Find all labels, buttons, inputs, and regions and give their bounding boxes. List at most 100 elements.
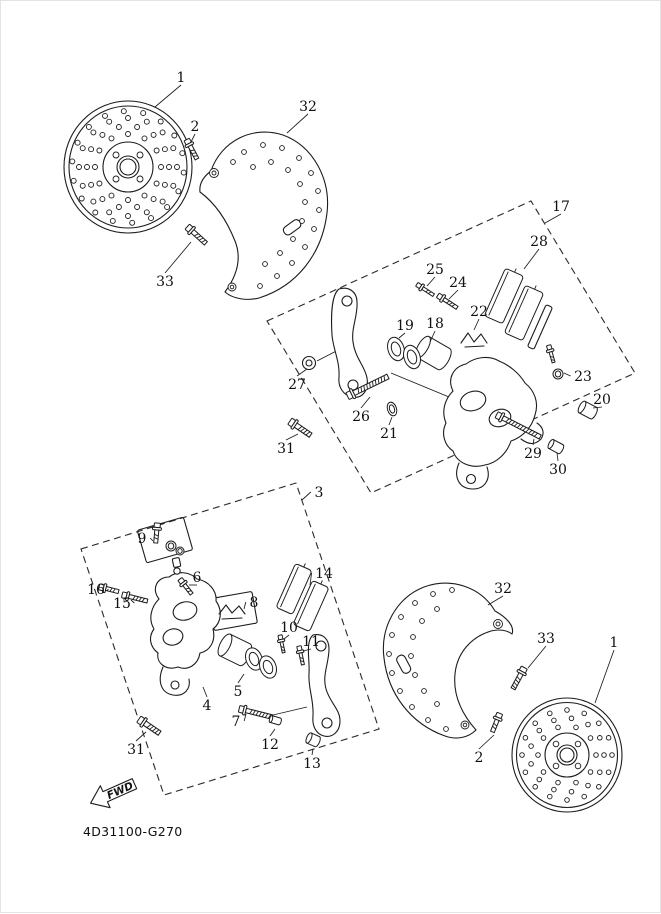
callout-17-4: 17 bbox=[552, 199, 570, 215]
brake-pad-28b bbox=[504, 285, 544, 341]
callout-5-29: 5 bbox=[234, 684, 243, 700]
leader-line bbox=[296, 368, 308, 377]
callout-1-0: 1 bbox=[177, 70, 186, 86]
screw-33b bbox=[510, 665, 528, 691]
leader-line bbox=[283, 634, 290, 640]
guard-perforations bbox=[386, 587, 455, 732]
leader-line bbox=[429, 330, 436, 343]
brake-disc-top-left bbox=[63, 100, 193, 234]
caliper-assembly-left bbox=[137, 516, 341, 737]
leader-line bbox=[286, 113, 309, 134]
pad-pin-10 bbox=[277, 634, 286, 654]
leader-line bbox=[388, 416, 393, 426]
leader-line bbox=[130, 599, 135, 604]
brake-disc-bottom-right bbox=[511, 697, 623, 813]
assembly-boundary-left bbox=[80, 482, 380, 796]
disc-perforations bbox=[69, 108, 187, 226]
callout-27-11: 27 bbox=[288, 377, 306, 393]
leader-line bbox=[164, 241, 192, 274]
bolt-31b bbox=[136, 715, 162, 736]
leader-line bbox=[563, 372, 571, 377]
callout-30-17: 30 bbox=[549, 462, 567, 478]
callout-16-22: 16 bbox=[87, 582, 105, 598]
leader-line bbox=[269, 728, 276, 737]
leader-line bbox=[149, 537, 154, 542]
leader-line bbox=[523, 248, 540, 270]
leader-line bbox=[487, 595, 504, 606]
leader-line bbox=[448, 289, 459, 300]
callout-23-14: 23 bbox=[574, 369, 592, 385]
pin-12 bbox=[268, 715, 282, 726]
callout-14-25: 14 bbox=[315, 566, 333, 582]
bolt-2b bbox=[489, 711, 503, 734]
callout-31-33: 31 bbox=[127, 742, 145, 758]
leader-line bbox=[473, 318, 480, 331]
leader-line bbox=[190, 133, 196, 143]
leader-line bbox=[135, 731, 147, 742]
callout-18-10: 18 bbox=[426, 316, 444, 332]
leader-line bbox=[527, 645, 547, 669]
leader-line bbox=[398, 332, 406, 339]
leader-line bbox=[154, 84, 182, 108]
bolt-29 bbox=[494, 411, 542, 440]
callout-4-28: 4 bbox=[203, 698, 212, 714]
bleed-bolt-23 bbox=[545, 344, 556, 364]
screw-15 bbox=[121, 591, 149, 604]
callout-10-26: 10 bbox=[280, 620, 298, 636]
diagram-code: 4D31100-G270 bbox=[83, 824, 182, 839]
leader-line bbox=[302, 648, 312, 652]
caliper-bracket-left bbox=[307, 634, 341, 737]
plug-13 bbox=[305, 732, 321, 748]
bolt-31 bbox=[287, 417, 313, 438]
callout-28-5: 28 bbox=[530, 234, 548, 250]
leader-line bbox=[301, 491, 312, 501]
bleeder-cap bbox=[173, 567, 181, 575]
callout-31-18: 31 bbox=[277, 441, 295, 457]
leader-line bbox=[426, 276, 436, 287]
callout-8-24: 8 bbox=[250, 595, 259, 611]
pad-pin-11 bbox=[295, 645, 305, 666]
leader-line bbox=[311, 748, 314, 756]
leader-line bbox=[243, 713, 247, 722]
leader-line bbox=[532, 438, 535, 446]
union-bolt-9 bbox=[151, 522, 162, 544]
pad-shim bbox=[527, 304, 553, 350]
piston-seal-b bbox=[259, 655, 277, 679]
callout-1-36: 1 bbox=[610, 635, 619, 651]
pad-spring-8 bbox=[218, 604, 246, 620]
washer-23 bbox=[552, 368, 564, 380]
brake-pad-14b bbox=[293, 580, 329, 632]
pad-pin-25 bbox=[415, 282, 436, 298]
caliper-body-right bbox=[443, 356, 538, 467]
callout-33-3: 33 bbox=[156, 274, 174, 290]
leader-line bbox=[556, 452, 559, 462]
cap-20 bbox=[577, 400, 598, 420]
callout-25-6: 25 bbox=[426, 262, 444, 278]
screw-33 bbox=[184, 223, 209, 246]
callout-15-23: 15 bbox=[113, 596, 131, 612]
disc-guard-top bbox=[199, 131, 329, 300]
callout-32-34: 32 bbox=[494, 581, 512, 597]
ring-21 bbox=[386, 401, 398, 417]
leader-line bbox=[592, 406, 603, 409]
bolt-7 bbox=[238, 704, 274, 720]
bolt-2 bbox=[183, 137, 200, 161]
piston-seal-19b bbox=[403, 344, 421, 370]
disc-perforations bbox=[519, 707, 615, 803]
callout-21-13: 21 bbox=[380, 426, 398, 442]
callout-11-27: 11 bbox=[302, 634, 320, 650]
callout-20-15: 20 bbox=[593, 392, 611, 408]
callout-12-31: 12 bbox=[261, 737, 279, 753]
callout-22-8: 22 bbox=[470, 304, 488, 320]
leader-line bbox=[544, 213, 562, 224]
leader-line bbox=[237, 673, 245, 684]
callout-32-2: 32 bbox=[299, 99, 317, 115]
callout-2-1: 2 bbox=[191, 119, 200, 135]
callout-3-19: 3 bbox=[315, 485, 324, 501]
fwd-label: FWD bbox=[105, 780, 135, 802]
piston-seal-19a bbox=[387, 336, 405, 362]
callout-33-35: 33 bbox=[537, 631, 555, 647]
